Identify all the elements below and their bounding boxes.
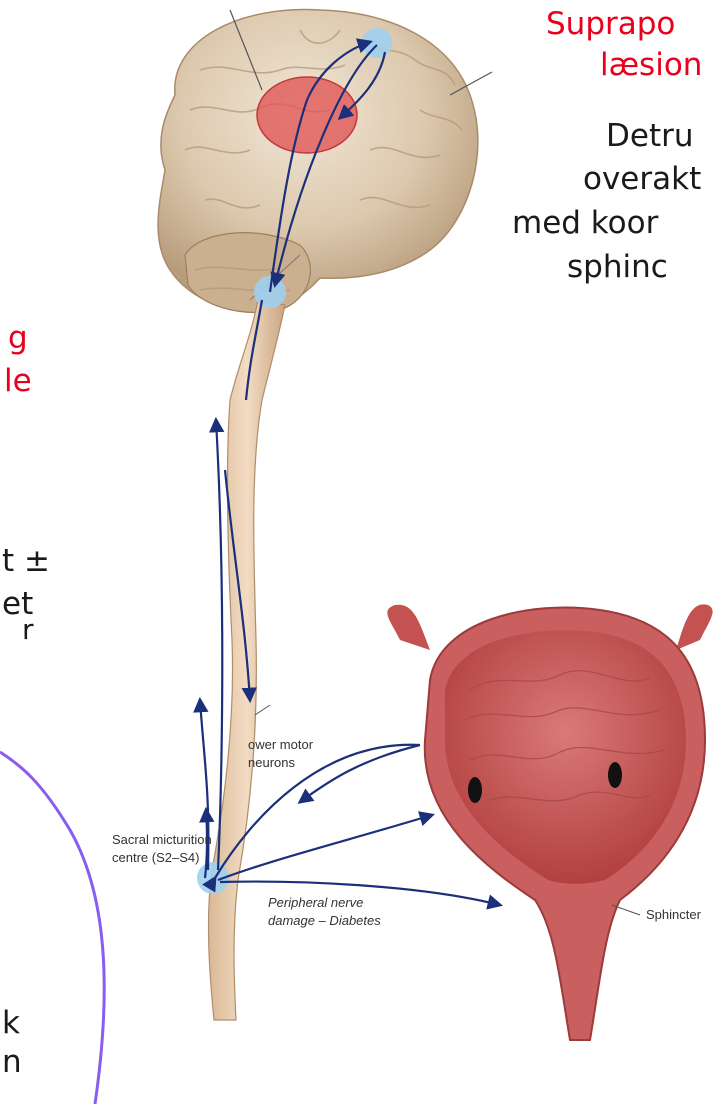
left-fragment-k: k <box>2 1005 20 1041</box>
left-fragment-tick: r <box>22 615 34 645</box>
bladder-illustration <box>255 604 713 1040</box>
caption-line6: sphinc <box>567 249 668 285</box>
label-lower-motor-2: neurons <box>248 755 295 770</box>
caption-line2: læsion <box>600 47 702 83</box>
left-fragment-n: n <box>2 1044 22 1080</box>
left-fragment-le: le <box>4 363 32 399</box>
ureter-orifice-left <box>468 777 482 803</box>
label-lower-motor-1: ower motor <box>248 737 313 752</box>
left-fragment-g: g <box>8 320 28 356</box>
left-fragment-plusminus: t ± <box>2 543 50 579</box>
label-peripheral-2: damage – Diabetes <box>268 913 381 928</box>
caption-line4: overakt <box>583 161 701 197</box>
caption-line5: med koor <box>512 205 658 241</box>
ureter-orifice-right <box>608 762 622 788</box>
label-sacral-2: centre (S2–S4) <box>112 850 199 865</box>
label-peripheral-1: Peripheral nerve <box>268 895 363 910</box>
caption-line1: Suprapo <box>546 6 675 42</box>
caption-line3: Detru <box>606 118 694 154</box>
label-sphincter: Sphincter <box>646 907 701 922</box>
label-sacral-1: Sacral micturition <box>112 832 212 847</box>
brain-illustration <box>158 10 492 313</box>
